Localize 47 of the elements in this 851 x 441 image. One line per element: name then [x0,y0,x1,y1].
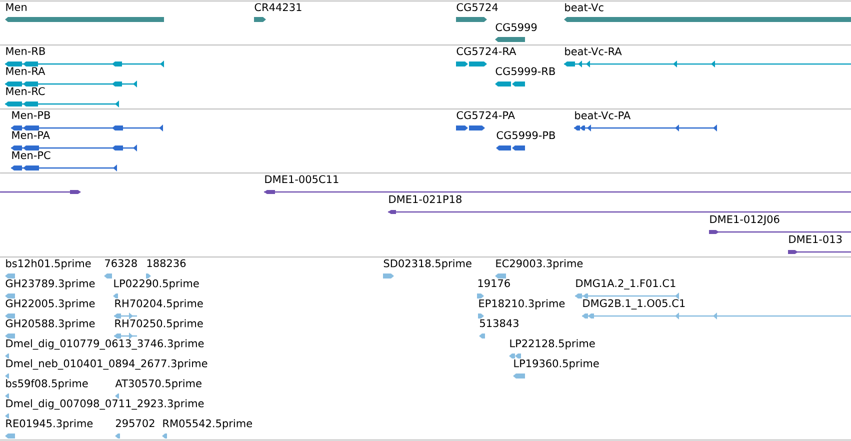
feature-label: CG5999 [496,23,537,32]
feature-label: EC29003.3prime [496,259,583,270]
feature-label: SD02318.5prime [384,259,472,270]
feature-label: 19176 [478,279,510,288]
feature-label: GH23789.3prime [6,279,95,290]
feature-label: Men-RB [6,47,45,55]
feature-label: AT30570.5prime [115,379,202,390]
feature-label: CG5999-PB [496,131,555,140]
feature-label: Men-PB [12,111,50,119]
feature-label: beat-Vc-RA [565,47,622,56]
feature-label: RE01945.3prime [6,419,93,430]
feature-label: Dmel_neb_010401_0894_2677.3prime [6,359,208,370]
feature-label: DMG2B.1_1.O05.C1 [583,299,685,310]
feature-label: Men-PC [12,151,50,160]
feature-label: LP02290.5prime [114,279,199,290]
feature-label: 188236 [147,259,186,268]
feature-label: Men-RA [6,67,46,75]
feature-label: CG5724 [456,3,498,12]
feature-label: CG5999-RB [496,67,555,76]
feature-label: bs59f08.5prime [6,379,88,390]
feature-label: Dmel_dig_010779_0613_3746.3prime [6,339,204,350]
feature-label: DMG1A.2_1.F01.C1 [576,279,676,290]
feature-label: GH22005.3prime [6,299,95,310]
feature-label: Dmel_dig_007098_0711_2923.3prime [6,399,204,410]
feature-label: DME1-012J06 [710,215,780,226]
feature-label: LP19360.5prime [514,359,599,370]
feature-label: Men [6,3,26,11]
feature-label: RM05542.5prime [163,419,252,430]
feature-label: 513843 [480,319,518,328]
feature-label: DME1-005C11 [265,175,338,184]
feature-label: 295702 [116,419,154,428]
feature-label: CR44231 [254,3,302,12]
feature-label: CG5724-RA [456,47,516,56]
feature-label: DME1-021P18 [389,195,462,204]
feature-label: Men-RC [6,87,45,96]
feature-label: RH70250.5prime [115,319,203,330]
feature-label: 76328 [105,259,137,268]
feature-label: GH20588.3prime [6,319,95,330]
feature-label: LP22128.5prime [510,339,595,350]
feature-label: Men-PA [12,131,50,139]
feature-label: CG5724-PA [456,111,515,120]
feature-label: bs12h01.5prime [6,259,91,270]
feature-label: beat-Vc-PA [575,111,631,120]
feature-label: RH70204.5prime [115,299,203,310]
feature-label: beat-Vc [565,3,604,12]
feature-label: DME1-013 [789,235,842,244]
feature-label: EP18210.3prime [479,299,565,310]
